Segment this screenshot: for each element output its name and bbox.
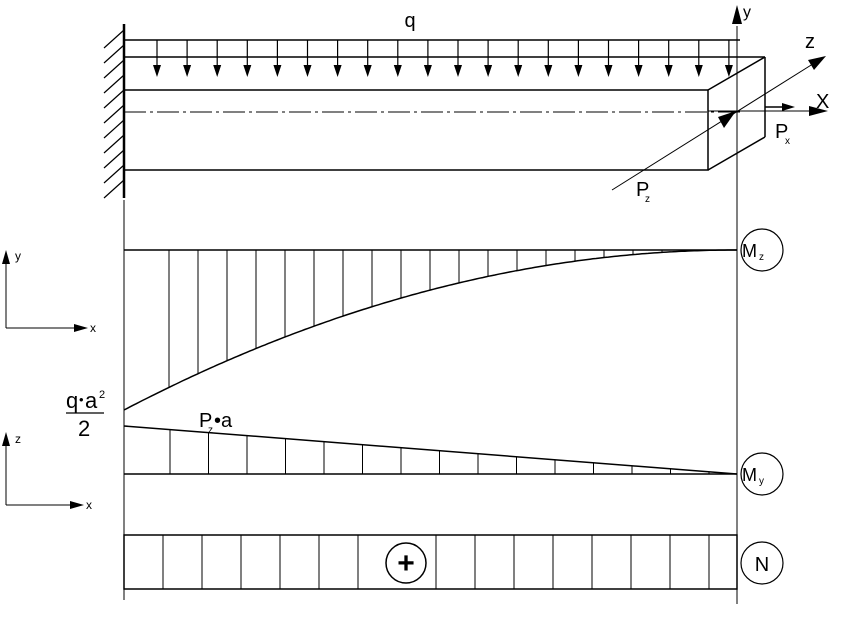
qa2-annotation: q • a 2 2 [66, 388, 105, 441]
load-arrow-head-icon [273, 65, 282, 77]
wall-hatch-line [103, 74, 125, 94]
x-axis-main-arrow-icon [809, 106, 828, 116]
mz-badge-label: M [742, 241, 757, 261]
force-px-label: P [775, 121, 788, 143]
force-pz-label: P [636, 179, 649, 201]
beam-group: q y X z P x P z [103, 4, 829, 604]
pza-label-p: P [199, 410, 212, 432]
load-arrow-head-icon [183, 65, 192, 77]
wall-hatch-line [103, 59, 125, 79]
qa2-numerator-q: q [66, 388, 78, 413]
load-arrow-head-icon [333, 65, 342, 77]
load-arrow-head-icon [393, 65, 402, 77]
mz-curve [123, 249, 737, 411]
force-pz-arrow-icon [718, 111, 736, 128]
load-arrow-head-icon [604, 65, 613, 77]
small-xz-z-arrow-icon [2, 432, 10, 446]
mz-hatch [168, 250, 721, 388]
z-axis-main-label: z [805, 31, 815, 53]
small-xy-y-arrow-icon [2, 250, 10, 264]
small-xy-x-label: x [90, 321, 96, 335]
wall-hatch-line [103, 29, 125, 49]
pza-annotation: P z •a [199, 410, 233, 436]
n-diagram: + N [123, 534, 784, 590]
qa2-numerator-exp: 2 [99, 389, 105, 401]
load-arrow-head-icon [484, 65, 493, 77]
n-badge-label: N [755, 554, 769, 576]
force-px-sub: x [785, 136, 790, 147]
y-axis-main-arrow-icon [732, 5, 742, 24]
z-axis-main-arrow-icon [808, 56, 826, 70]
wall-hatch-line [103, 164, 125, 184]
my-sloped-line [123, 425, 738, 475]
mz-diagram: M z [123, 228, 784, 411]
wall-hatch-line [103, 44, 125, 64]
load-arrow-head-icon [664, 65, 673, 77]
small-xz-x-label: x [86, 498, 92, 512]
n-plus-sign: + [397, 547, 415, 580]
n-rect [123, 534, 738, 590]
small-axes-xz: z x [2, 432, 92, 512]
load-arrow-head-icon [544, 65, 553, 77]
mz-badge-circle [740, 228, 784, 272]
mz-badge-sub: z [759, 252, 764, 263]
wall-hatch-line [103, 89, 125, 109]
wall-hatch [103, 29, 125, 199]
small-xz-z-label: z [15, 432, 21, 446]
load-arrow-head-icon [153, 65, 161, 77]
qa2-numerator-a: a [85, 388, 98, 413]
load-arrow-head-icon [213, 65, 222, 77]
pza-label-rest: •a [214, 410, 233, 432]
load-arrow-head-icon [694, 65, 703, 77]
force-pz-sub: z [645, 194, 650, 205]
distributed-load-arrows [153, 40, 733, 77]
qa2-numerator-dot: • [79, 392, 84, 407]
n-plus-circle [385, 542, 427, 584]
wall-hatch-line [103, 104, 125, 124]
wall-hatch-line [103, 119, 125, 139]
small-xy-x-arrow-icon [74, 324, 88, 332]
load-arrow-head-icon [454, 65, 462, 77]
z-axis-main [611, 61, 817, 191]
my-badge-circle [740, 452, 784, 496]
force-px-arrow-icon [782, 103, 795, 111]
load-arrow-head-icon [303, 65, 312, 77]
wall-hatch-line [103, 179, 125, 199]
load-arrow-head-icon [724, 65, 733, 77]
n-badge-circle [740, 541, 784, 585]
my-badge-sub: y [759, 476, 764, 487]
load-arrow-head-icon [514, 65, 523, 77]
load-arrow-head-icon [634, 65, 643, 77]
load-arrow-head-icon [423, 65, 432, 77]
my-hatch [169, 429, 710, 474]
load-label: q [404, 10, 415, 32]
my-diagram: M y [123, 425, 784, 496]
beam-front-face [123, 89, 709, 171]
wall-hatch-line [103, 134, 125, 154]
load-arrow-head-icon [363, 65, 372, 77]
load-arrow-head-icon [243, 65, 252, 77]
load-arrow-head-icon [574, 65, 583, 77]
qa2-denominator: 2 [78, 416, 90, 441]
y-axis-main-label: y [743, 4, 751, 21]
n-hatch [162, 535, 710, 589]
small-xy-y-label: y [15, 249, 21, 263]
my-badge-label: M [742, 465, 757, 485]
small-axes-xy: y x [2, 249, 96, 335]
pza-label-sub: z [208, 425, 213, 436]
wall-hatch-line [103, 149, 125, 169]
x-axis-main-label: X [816, 91, 829, 113]
small-xz-x-arrow-icon [70, 501, 84, 509]
